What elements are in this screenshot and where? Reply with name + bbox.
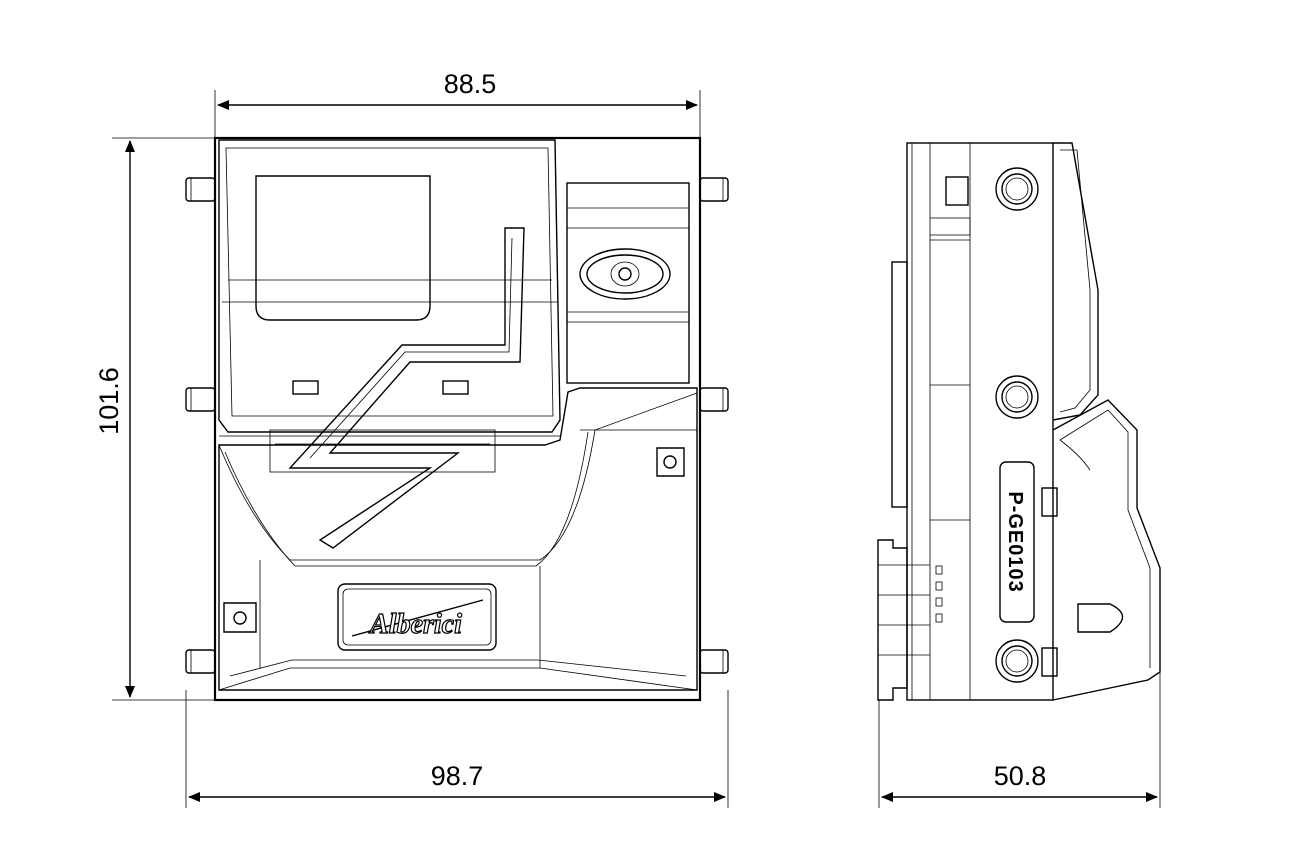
screw-boss-left [223,602,257,633]
side-screw-middle [995,375,1039,419]
logo-plate: Alberici [337,583,497,651]
lightning-bolt-symbol [288,227,525,549]
side-back-plate [891,142,1054,701]
side-label-plate: P-GE0103 [999,461,1035,623]
dimension-bottom-width: 98.7 [185,690,729,808]
side-view: P-GE0103 [877,142,1161,701]
lock-icon [579,248,671,300]
dimension-height: 101.6 [94,137,215,701]
side-screw-top [995,167,1039,211]
front-view: Alberici [185,136,729,702]
front-body-outline [213,136,702,702]
lightning-bolt-inner-line [309,237,513,459]
side-screw-bottom [995,639,1039,683]
dimension-bottom-width-label: 98.7 [431,761,484,791]
logo-text: Alberici [368,609,462,640]
dimension-side-depth-label: 50.8 [994,761,1047,791]
side-connector [877,539,943,701]
dimension-height-label: 101.6 [94,367,124,435]
side-label-text: P-GE0103 [1004,491,1026,592]
paper-cover [218,139,561,473]
dimension-side-depth: 50.8 [878,575,1161,808]
dimension-top-width-label: 88.5 [444,69,497,99]
side-front-profile [1041,142,1161,701]
screw-boss-right [656,447,685,477]
lower-housing: Alberici [218,387,698,691]
dimension-top-width: 88.5 [214,69,701,138]
lock-module [566,182,690,384]
